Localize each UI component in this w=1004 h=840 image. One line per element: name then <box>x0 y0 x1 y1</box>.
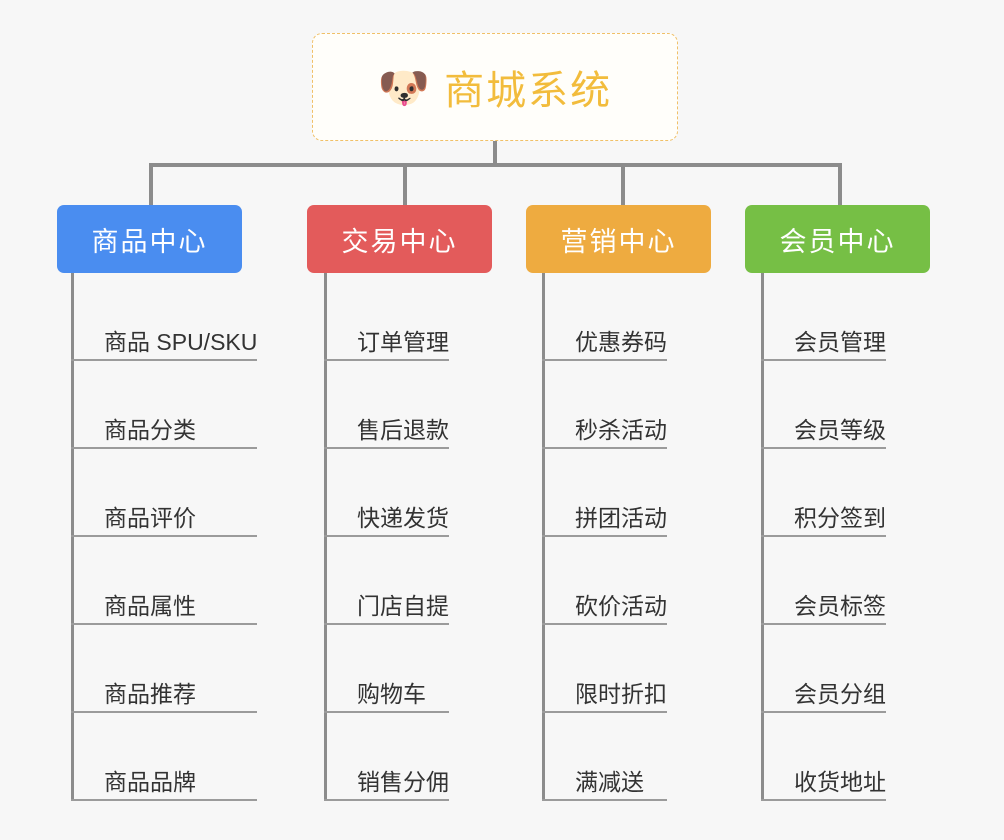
leaf-item[interactable]: 会员管理 <box>761 273 886 361</box>
leaf-item[interactable]: 拼团活动 <box>542 449 667 537</box>
connector-drop-2 <box>403 163 407 207</box>
connector-root-stem <box>493 141 497 167</box>
leaf-item-label: 收货地址 <box>794 768 886 795</box>
leaf-column-2: 订单管理售后退款快递发货门店自提购物车销售分佣 <box>324 273 449 801</box>
category-box-1[interactable]: 商品中心 <box>57 205 242 273</box>
leaf-item-label: 商品品牌 <box>104 768 196 795</box>
leaf-item[interactable]: 会员分组 <box>761 625 886 713</box>
leaf-item-label: 快递发货 <box>357 504 449 531</box>
leaf-item[interactable]: 会员标签 <box>761 537 886 625</box>
leaf-item-label: 购物车 <box>357 680 426 707</box>
leaf-item-label: 会员等级 <box>794 416 886 443</box>
connector-horizontal-bus <box>149 163 841 167</box>
leaf-item[interactable]: 快递发货 <box>324 449 449 537</box>
connector-drop-3 <box>621 163 625 207</box>
leaf-item[interactable]: 销售分佣 <box>324 713 449 801</box>
category-label: 会员中心 <box>779 226 896 257</box>
leaf-item[interactable]: 限时折扣 <box>542 625 667 713</box>
leaf-item[interactable]: 门店自提 <box>324 537 449 625</box>
leaf-item-label: 商品推荐 <box>104 680 196 707</box>
leaf-column-3: 优惠券码秒杀活动拼团活动砍价活动限时折扣满减送 <box>542 273 667 801</box>
leaf-item[interactable]: 订单管理 <box>324 273 449 361</box>
category-label: 商品中心 <box>91 226 208 257</box>
root-node-mall-system[interactable]: 🐶 商城系统 <box>312 33 678 141</box>
leaf-item-label: 会员标签 <box>794 592 886 619</box>
leaf-item[interactable]: 秒杀活动 <box>542 361 667 449</box>
leaf-item-label: 秒杀活动 <box>575 416 667 443</box>
leaf-item-label: 商品 SPU/SKU <box>104 328 258 355</box>
leaf-item-label: 会员管理 <box>794 328 886 355</box>
leaf-item-label: 商品属性 <box>104 592 196 619</box>
leaf-item[interactable]: 购物车 <box>324 625 449 713</box>
leaf-item-label: 砍价活动 <box>575 592 667 619</box>
leaf-column-1: 商品 SPU/SKU 商品分类商品评价商品属性商品推荐商品品牌 <box>71 273 258 801</box>
leaf-item-label: 商品评价 <box>104 504 196 531</box>
leaf-column-4: 会员管理会员等级积分签到会员标签会员分组收货地址 <box>761 273 886 801</box>
leaf-item-label: 拼团活动 <box>575 504 667 531</box>
leaf-item[interactable]: 积分签到 <box>761 449 886 537</box>
connector-drop-4 <box>838 163 842 207</box>
leaf-item-label: 限时折扣 <box>575 680 667 707</box>
category-label: 营销中心 <box>560 226 677 257</box>
category-box-3[interactable]: 营销中心 <box>526 205 711 273</box>
leaf-item[interactable]: 满减送 <box>542 713 667 801</box>
category-box-2[interactable]: 交易中心 <box>307 205 492 273</box>
leaf-item[interactable]: 收货地址 <box>761 713 886 801</box>
connector-drop-1 <box>149 163 153 207</box>
leaf-item-label: 积分签到 <box>794 504 886 531</box>
leaf-item-label: 会员分组 <box>794 680 886 707</box>
leaf-item[interactable]: 商品分类 <box>71 361 258 449</box>
leaf-item[interactable]: 会员等级 <box>761 361 886 449</box>
leaf-item[interactable]: 商品推荐 <box>71 625 258 713</box>
leaf-item-label: 满减送 <box>575 768 644 795</box>
leaf-item[interactable]: 商品品牌 <box>71 713 258 801</box>
category-box-4[interactable]: 会员中心 <box>745 205 930 273</box>
leaf-item-label: 门店自提 <box>357 592 449 619</box>
leaf-item-label: 销售分佣 <box>357 768 449 795</box>
leaf-item-label: 订单管理 <box>357 328 449 355</box>
category-label: 交易中心 <box>341 226 458 257</box>
leaf-item[interactable]: 商品属性 <box>71 537 258 625</box>
leaf-item-label: 优惠券码 <box>575 328 667 355</box>
leaf-item-label: 售后退款 <box>357 416 449 443</box>
leaf-item-label: 商品分类 <box>104 416 196 443</box>
leaf-item[interactable]: 售后退款 <box>324 361 449 449</box>
leaf-item[interactable]: 砍价活动 <box>542 537 667 625</box>
leaf-item[interactable]: 商品评价 <box>71 449 258 537</box>
root-node-title: 商城系统 <box>444 69 613 113</box>
leaf-item[interactable]: 优惠券码 <box>542 273 667 361</box>
shiba-dog-face-icon: 🐶 <box>377 64 431 111</box>
leaf-item[interactable]: 商品 SPU/SKU <box>71 273 258 361</box>
